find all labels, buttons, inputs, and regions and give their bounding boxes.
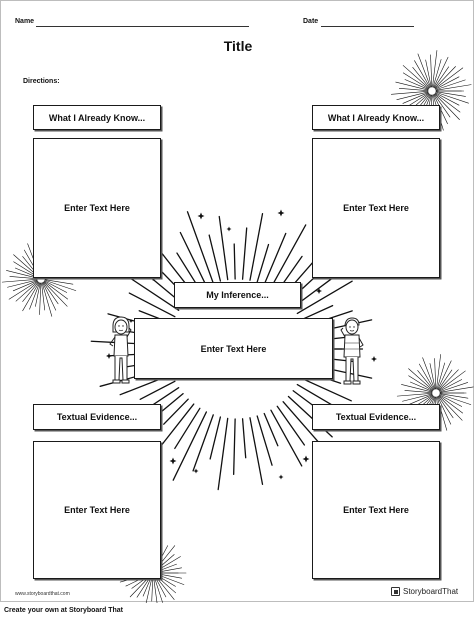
directions-label[interactable]: Directions: bbox=[23, 78, 60, 85]
website-url-watermark: www.storyboardthat.com bbox=[15, 591, 70, 597]
footer-credit: Create your own at Storyboard That bbox=[4, 607, 124, 614]
top-left-label-box[interactable]: What I Already Know... bbox=[33, 105, 161, 130]
name-label: Name bbox=[15, 18, 35, 25]
top-right-label-box[interactable]: What I Already Know... bbox=[312, 105, 440, 130]
center-label-box[interactable]: My Inference... bbox=[174, 282, 301, 308]
bottom-left-label-box[interactable]: Textual Evidence... bbox=[33, 404, 161, 430]
top-left-text-box[interactable]: Enter Text Here bbox=[33, 138, 161, 278]
bottom-right-label-box[interactable]: Textual Evidence... bbox=[312, 404, 440, 430]
name-line[interactable] bbox=[36, 26, 249, 27]
storyboard-logo-icon bbox=[391, 587, 400, 596]
date-label: Date bbox=[303, 18, 319, 25]
girl-character-illustration bbox=[109, 316, 132, 384]
worksheet-page: Name Date Title Directions: What I Alrea… bbox=[0, 0, 474, 603]
bottom-left-text-box[interactable]: Enter Text Here bbox=[33, 441, 161, 579]
center-text-box[interactable]: Enter Text Here bbox=[134, 318, 333, 379]
storyboardthat-logo: StoryboardThat bbox=[391, 587, 458, 596]
boy-character-illustration bbox=[340, 317, 364, 385]
page-title[interactable]: Title bbox=[223, 38, 253, 54]
top-right-text-box[interactable]: Enter Text Here bbox=[312, 138, 440, 278]
date-line[interactable] bbox=[321, 26, 414, 27]
logo-text: StoryboardThat bbox=[403, 587, 459, 596]
bottom-right-text-box[interactable]: Enter Text Here bbox=[312, 441, 440, 579]
